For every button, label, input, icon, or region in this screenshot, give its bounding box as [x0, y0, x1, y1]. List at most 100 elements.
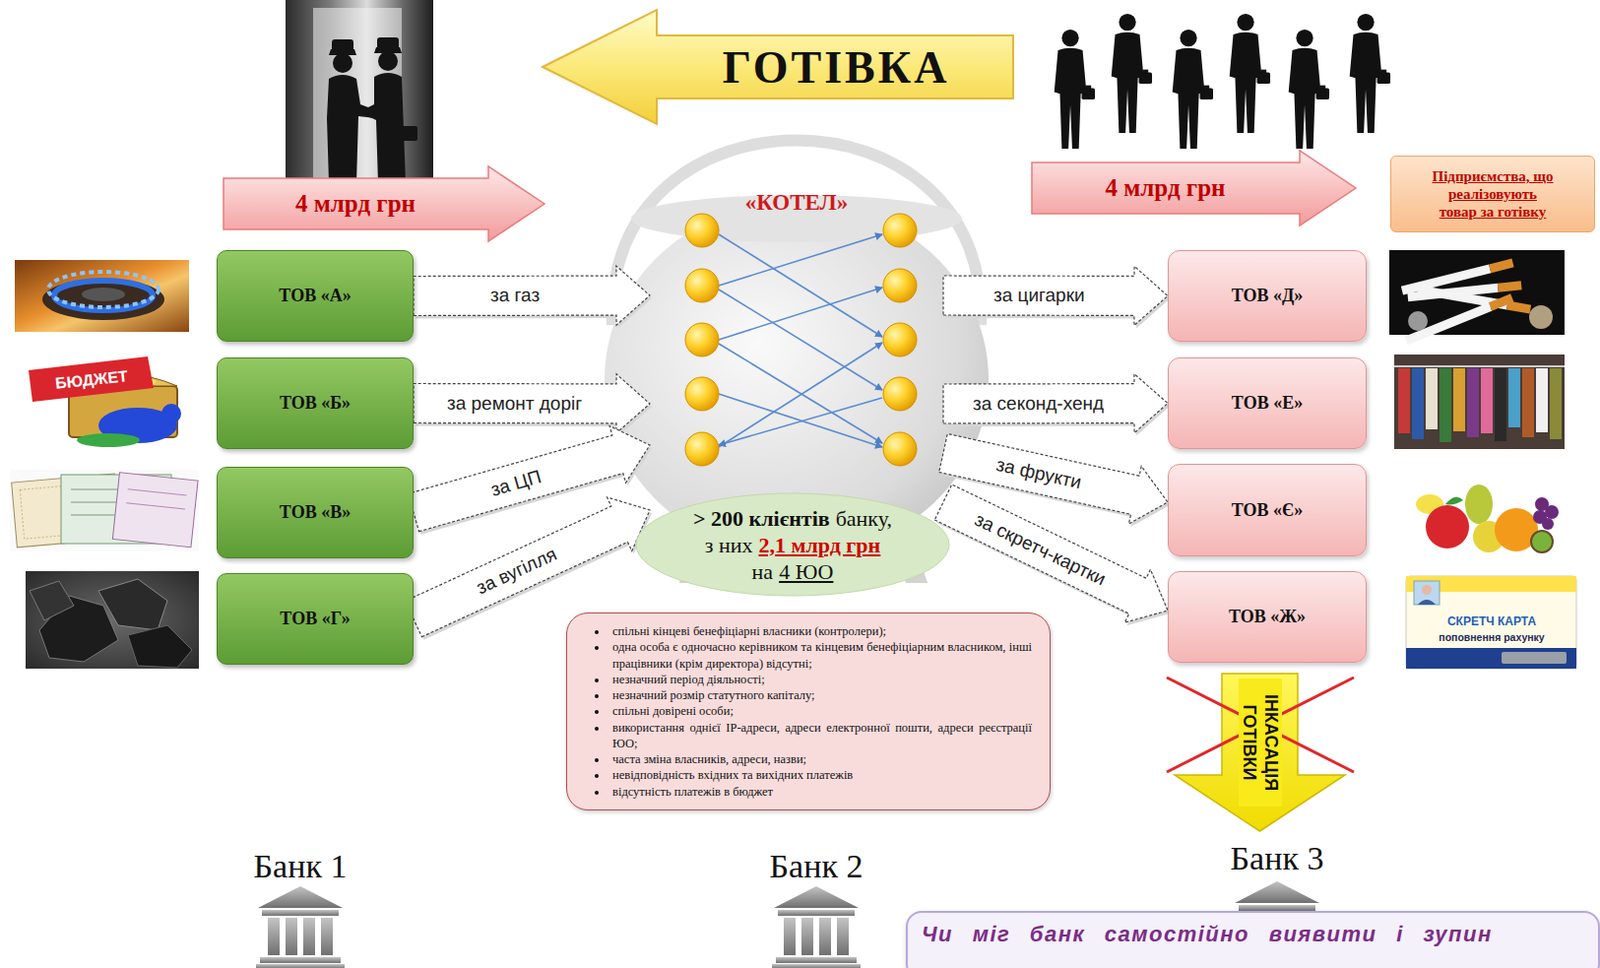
list-item: відсутність платежів в бюджет	[592, 783, 1032, 800]
money-dots-part	[685, 377, 719, 411]
budget-chest-picture-part	[161, 403, 182, 424]
second-hand-photo-part	[1411, 368, 1424, 440]
money-dots-part	[685, 213, 719, 248]
bullet-dot	[594, 773, 599, 778]
node-label: ТОВ «Г»	[279, 608, 350, 630]
text-area: ІНКАСАЦІЯ ГОТІВКИ	[1238, 678, 1282, 807]
node-label: ТОВ «А»	[278, 285, 351, 307]
bullet-dot	[594, 758, 599, 763]
fruits-photo-part	[1445, 497, 1464, 506]
money-dots-part	[883, 432, 917, 466]
list-text: відсутність платежів в бюджет	[612, 784, 773, 799]
bullet-dot	[594, 645, 599, 650]
flow-arrow	[934, 484, 1170, 626]
budget-chest-picture-part	[76, 433, 140, 448]
text-run: з них	[704, 532, 754, 558]
money-flow-lines	[718, 234, 883, 448]
second-hand-photo-part	[1425, 368, 1438, 430]
node-label: Чи міг банк самостійно виявити і зупин	[921, 921, 1493, 948]
node-label: ГОТІВКА	[722, 41, 951, 94]
businessmen-silhouettes-part	[1054, 29, 1095, 149]
amount-arrow: 4 млрд грн	[1030, 149, 1357, 227]
second-hand-photo-part	[1394, 365, 1565, 368]
cigarettes-photo-part-part	[1405, 302, 1493, 345]
scratch-card-picture-part	[1406, 576, 1577, 669]
gas-burner-photo	[14, 259, 190, 332]
text-line: > 200 клієнтівбанку,	[690, 505, 896, 532]
second-hand-photo-part	[1467, 368, 1479, 438]
businessmen-silhouettes-part	[1349, 13, 1391, 133]
securities-picture-part-part	[112, 472, 198, 548]
arrow-outline	[413, 265, 650, 325]
second-hand-photo-part	[1394, 354, 1565, 449]
list-item: незначний розмір статутного капіталу;	[592, 687, 1032, 704]
coal-photo-part	[98, 578, 168, 631]
cigarettes-photo	[1389, 250, 1565, 345]
handshake-photo-part-part	[326, 74, 377, 184]
list-item: часта зміна власників, адреси, назви;	[592, 751, 1032, 768]
list-item: невідповідність вхідних та вихідних плат…	[592, 767, 1032, 783]
second-hand-photo-part	[1508, 368, 1521, 428]
card-subtitle: поповнення рахунку	[1438, 631, 1544, 643]
money-dots-part	[685, 322, 719, 357]
node-label: ТОВ «Б»	[279, 392, 351, 414]
node-label: ТОВ «Е»	[1231, 392, 1303, 414]
fruits-photo-part	[1541, 517, 1554, 530]
money-dots-part	[883, 322, 917, 357]
text-run: 4 ЮО	[778, 559, 833, 584]
text-area: 4 млрд грн	[222, 178, 489, 230]
businessmen-silhouettes-part	[1288, 29, 1330, 149]
node-label: ІНКАСАЦІЯ ГОТІВКИ	[1238, 678, 1282, 807]
cigarettes-photo-part-part	[1488, 293, 1515, 311]
second-hand-photo-part	[1398, 368, 1410, 434]
card-title: СКРЕТЧ КАРТА	[1447, 614, 1536, 629]
handshake-photo-part-part	[374, 47, 402, 54]
securities-picture-part-part	[128, 489, 188, 496]
cauldron-node: «КОТЕЛ»	[649, 187, 944, 522]
cigarettes-photo-part	[1408, 311, 1428, 331]
businessmen-silhouettes-part	[1111, 13, 1152, 133]
list-text: спільні довірені особи;	[612, 704, 734, 718]
budget-chest-picture	[25, 356, 194, 449]
second-hand-photo-part	[1549, 368, 1562, 440]
money-flow-lines-part	[718, 393, 883, 448]
budget-chest-picture-part	[28, 356, 154, 402]
second-hand-photo-part	[1480, 368, 1493, 434]
arrow-outline	[943, 265, 1168, 325]
second-hand-photo-part	[1453, 368, 1466, 432]
gas-burner-photo-part	[48, 271, 159, 308]
text-area: «КОТЕЛ»	[649, 187, 944, 219]
arrowD-outline-part	[1174, 673, 1345, 832]
flow-arrow	[413, 265, 652, 328]
company-box: ТОВ «Ж»	[1167, 571, 1367, 663]
list-text: часта зміна власників, адреси, назви;	[612, 752, 807, 767]
gas-burner-photo-part	[14, 259, 190, 332]
question-box: Чи міг банк самостійно виявити і зупин	[905, 910, 1600, 968]
cigarettes-photo-part	[1529, 305, 1553, 329]
text-run: > 200 клієнтів	[693, 506, 831, 531]
money-flow-lines-part	[718, 342, 883, 448]
list-text: одна особа є одночасно керівником та кін…	[612, 640, 1032, 670]
second-hand-photo-part	[1536, 368, 1548, 433]
node-label: ТОВ «Є»	[1231, 500, 1303, 521]
money-dots	[685, 213, 917, 466]
coal-photo	[25, 571, 199, 669]
cigarettes-photo-part	[1405, 293, 1515, 345]
coal-photo-part	[25, 571, 199, 669]
list-text: незначний розмір статутного капіталу;	[612, 688, 816, 703]
money-dots-part	[685, 268, 719, 303]
arrow-outline	[943, 374, 1168, 434]
company-box: ТОВ «Е»	[1167, 357, 1367, 449]
company-box: ТОВ «Є»	[1167, 463, 1367, 557]
summary-ellipse: > 200 клієнтівбанку,з них2,1 млрд грнна4…	[635, 492, 951, 597]
list-item: спільні довірені особи;	[592, 703, 1032, 719]
money-flow-lines-part	[718, 343, 883, 444]
scratch-card-picture-part	[1413, 580, 1440, 605]
arrowR-outline-part	[223, 166, 545, 242]
bank-name: Банк 2	[769, 847, 864, 886]
edge-label: за цигарки	[991, 284, 1088, 307]
scratch-card-picture-part	[1501, 651, 1567, 664]
coal-photo-part	[128, 625, 192, 668]
list-text: невідповідність вхідних та вихідних плат…	[612, 768, 853, 782]
second-hand-photo-part	[1439, 368, 1452, 443]
